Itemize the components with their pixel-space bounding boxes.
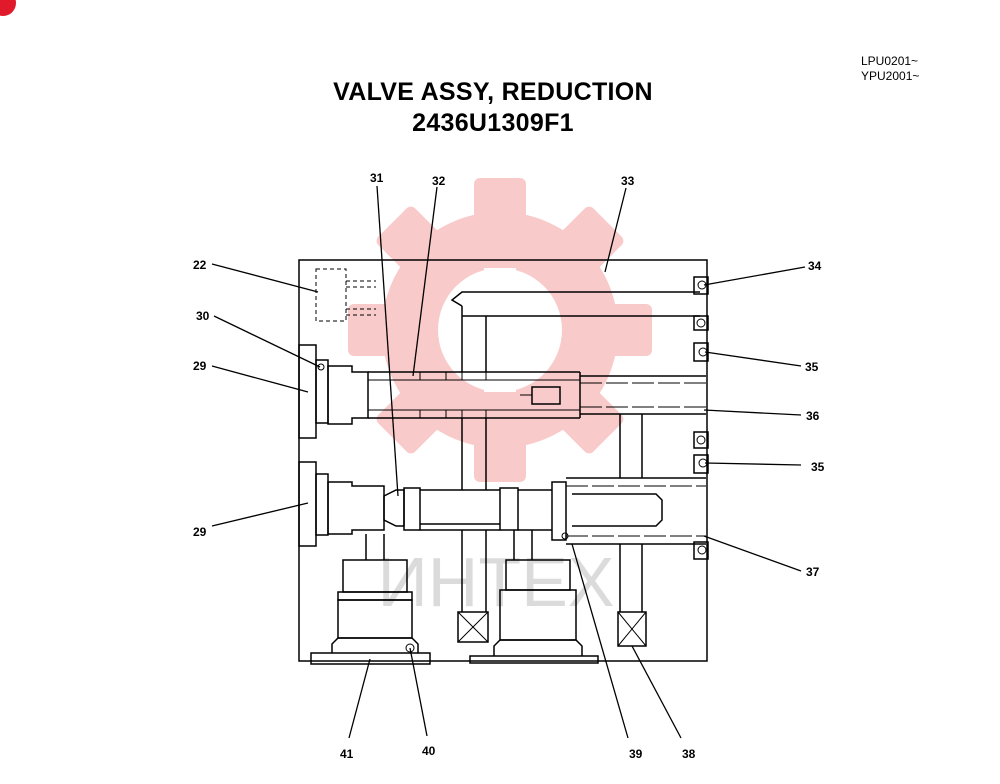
- valve-body: [298, 259, 708, 665]
- watermark-text: ИНТЕХ: [377, 543, 614, 621]
- corner-badge-icon: [0, 0, 16, 16]
- callout-35-lower: 35: [811, 460, 825, 474]
- lower-chambers: [317, 363, 647, 656]
- callout-29-upper: 29: [193, 359, 207, 373]
- callout-31: 31: [370, 171, 384, 185]
- callout-37: 37: [806, 565, 820, 579]
- callout-41: 41: [340, 747, 354, 761]
- callout-38: 38: [682, 747, 696, 761]
- right-ports: [693, 276, 709, 560]
- serial-range-2: YPU2001~: [861, 69, 920, 83]
- callout-30: 30: [196, 309, 210, 323]
- callout-34: 34: [808, 259, 822, 273]
- callout-29-lower: 29: [193, 525, 207, 539]
- part-number: 2436U1309F1: [412, 109, 574, 137]
- solenoid-block: [315, 268, 376, 322]
- callout-35-upper: 35: [805, 360, 819, 374]
- lower-spool: [298, 461, 706, 547]
- callout-40: 40: [422, 744, 436, 758]
- callout-32: 32: [432, 174, 446, 188]
- callout-33: 33: [621, 174, 635, 188]
- serial-range-1: LPU0201~: [861, 54, 919, 68]
- upper-passage: [450, 291, 700, 372]
- callout-36: 36: [806, 409, 820, 423]
- callout-39: 39: [629, 747, 643, 761]
- diagram-title: VALVE ASSY, REDUCTION: [333, 78, 653, 106]
- upper-spool: [298, 344, 706, 490]
- callout-22: 22: [193, 258, 207, 272]
- leader-lines: [211, 185, 806, 739]
